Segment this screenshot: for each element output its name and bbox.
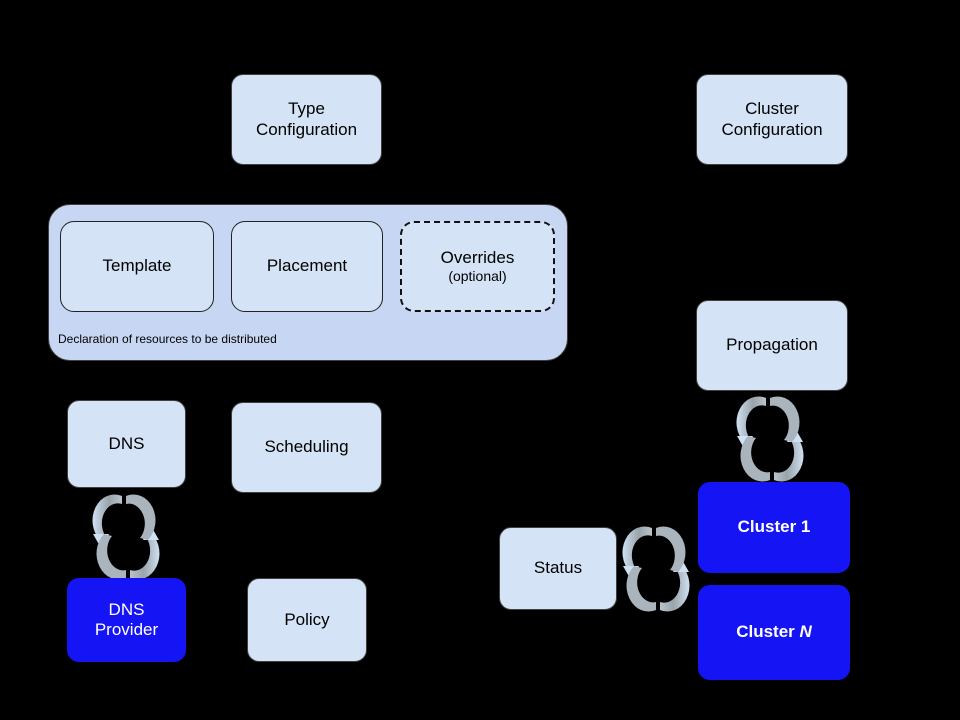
- node-scheduling[interactable]: Scheduling: [231, 402, 382, 493]
- node-status[interactable]: Status: [499, 527, 617, 610]
- node-type-configuration[interactable]: Type Configuration: [231, 74, 382, 165]
- node-propagation[interactable]: Propagation: [696, 300, 848, 391]
- node-policy-label: Policy: [284, 609, 330, 629]
- node-placement-label: Placement: [266, 256, 348, 276]
- node-type-configuration-label: Type Configuration: [255, 99, 358, 139]
- node-overrides-sublabel: (optional): [448, 268, 507, 285]
- node-dns-provider[interactable]: DNS Provider: [67, 578, 186, 662]
- sync-icon-propagation: [736, 396, 804, 482]
- node-dns-provider-label: DNS Provider: [94, 599, 159, 639]
- group-label-declaration: Declaration of resources to be distribut…: [58, 332, 277, 346]
- node-cluster-n-suffix: N: [799, 622, 812, 642]
- node-cluster-n-prefix: Cluster: [736, 622, 800, 642]
- node-overrides[interactable]: Overrides (optional): [400, 221, 555, 312]
- node-status-label: Status: [533, 558, 583, 578]
- node-cluster-n[interactable]: Cluster N: [698, 585, 850, 680]
- node-scheduling-label: Scheduling: [264, 437, 349, 457]
- node-dns-label: DNS: [108, 433, 145, 453]
- sync-icon-dns: [92, 494, 160, 580]
- node-template-label: Template: [102, 256, 172, 276]
- node-cluster-n-label: Cluster N: [736, 622, 812, 642]
- sync-icon-status: [622, 526, 690, 612]
- node-cluster-1[interactable]: Cluster 1: [698, 482, 850, 573]
- node-template[interactable]: Template: [60, 221, 214, 312]
- node-dns[interactable]: DNS: [67, 400, 186, 488]
- node-policy[interactable]: Policy: [247, 578, 367, 662]
- node-cluster-configuration-label: Cluster Configuration: [721, 99, 823, 139]
- node-placement[interactable]: Placement: [231, 221, 383, 312]
- node-propagation-label: Propagation: [726, 335, 818, 355]
- node-cluster-1-label: Cluster 1: [737, 517, 811, 537]
- node-overrides-label: Overrides (optional): [440, 247, 515, 285]
- node-cluster-configuration[interactable]: Cluster Configuration: [696, 74, 848, 165]
